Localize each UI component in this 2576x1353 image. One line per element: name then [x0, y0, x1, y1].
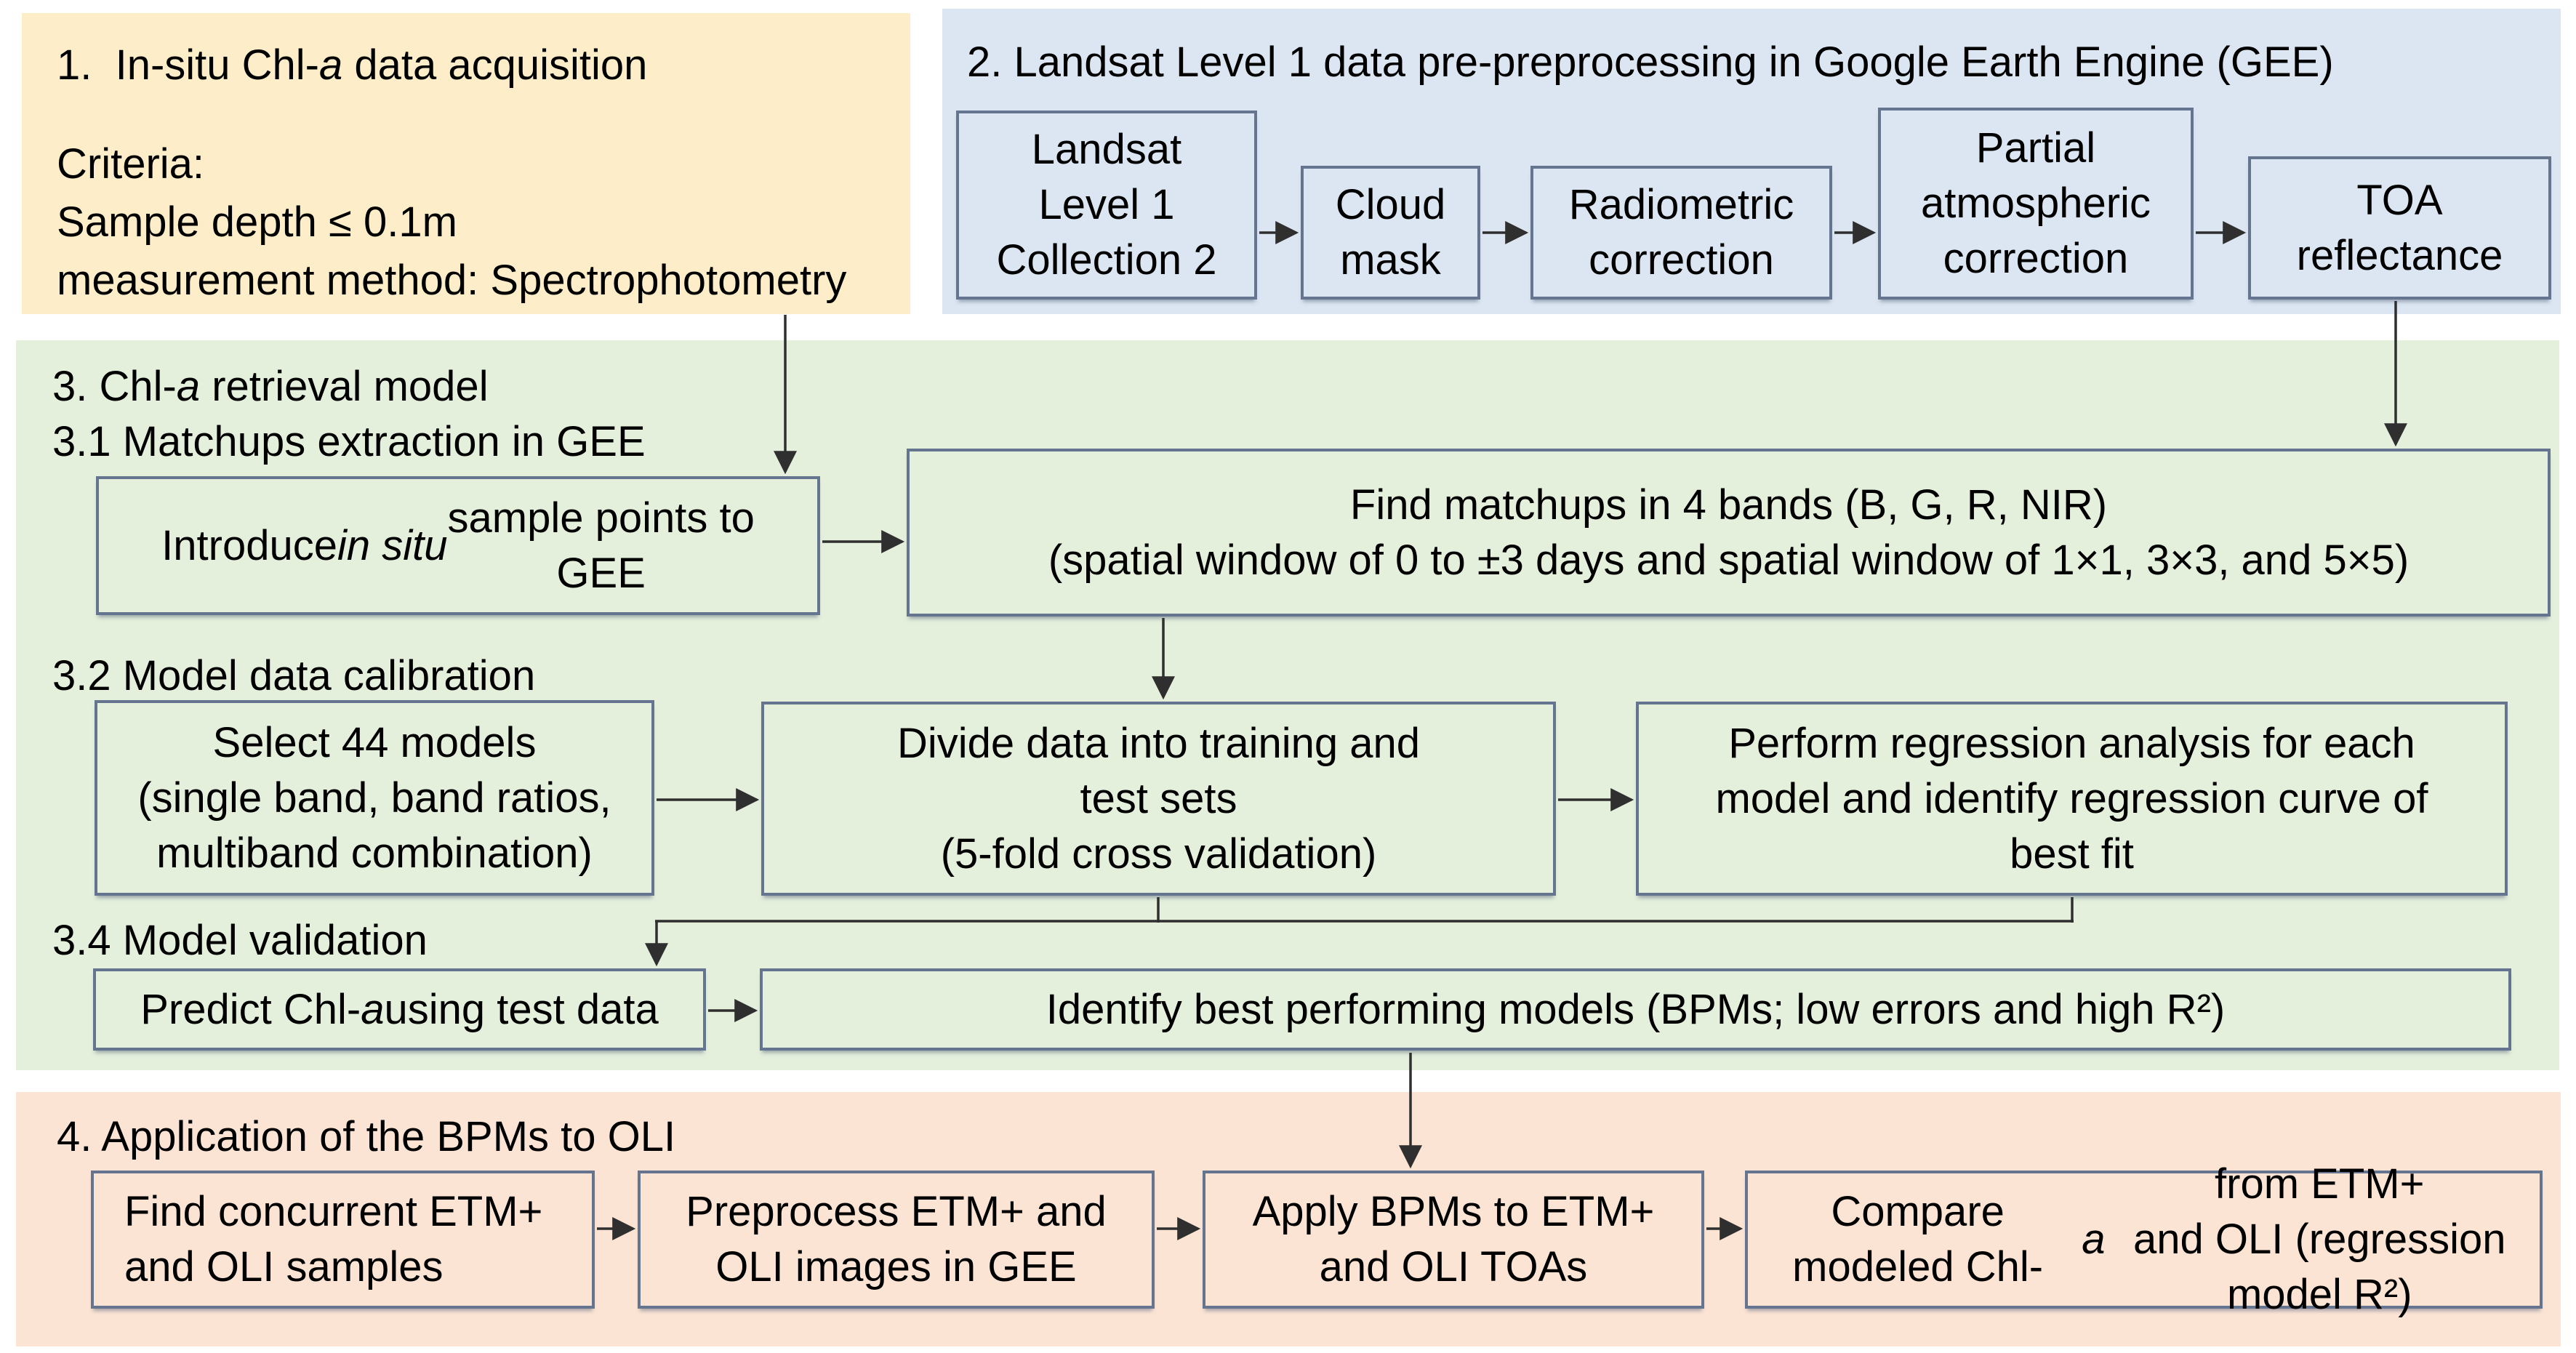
box-toa-reflectance: TOA reflectance: [2248, 156, 2551, 300]
box-select-44-models: Select 44 models (single band, band rati…: [95, 700, 654, 896]
box-partial-atmospheric-correction: Partial atmospheric correction: [1878, 108, 2194, 300]
box-preprocess-etm-oli: Preprocess ETM+ and OLI images in GEE: [638, 1171, 1155, 1309]
section1-title: 1. In-situ Chl-a data acquisition: [57, 41, 648, 89]
section1-criteria-text: Criteria: Sample depth ≤ 0.1m measuremen…: [57, 140, 847, 304]
box-find-concurrent-samples: Find concurrent ETM+ and OLI samples: [91, 1171, 595, 1309]
section3-1-title: 3.1 Matchups extraction in GEE: [52, 418, 646, 465]
box-identify-bpms: Identify best performing models (BPMs; l…: [760, 968, 2511, 1051]
box-divide-data: Divide data into training and test sets …: [761, 702, 1556, 896]
box-landsat-level1-collection2: Landsat Level 1 Collection 2: [956, 111, 1257, 300]
box-introduce-insitu-points: Introduce in situ sample points to GEE: [96, 476, 820, 615]
box-compare-modeled-chla: Compare modeled Chl-a from ETM+ and OLI …: [1745, 1160, 2543, 1318]
box-perform-regression: Perform regression analysis for each mod…: [1636, 702, 2508, 896]
box-cloud-mask: Cloud mask: [1301, 166, 1480, 300]
section2-title: 2. Landsat Level 1 data pre-preprocessin…: [967, 39, 2334, 86]
section4-title: 4. Application of the BPMs to OLI: [57, 1113, 676, 1160]
section1-panel: [22, 13, 910, 314]
box-apply-bpms: Apply BPMs to ETM+ and OLI TOAs: [1203, 1171, 1704, 1309]
section3-2-title: 3.2 Model data calibration: [52, 652, 536, 699]
box-predict-chla: Predict Chl-a using test data: [93, 968, 706, 1051]
box-radiometric-correction: Radiometric correction: [1530, 166, 1832, 300]
section3-title: 3. Chl-a retrieval model: [52, 363, 489, 410]
section3-4-title: 3.4 Model validation: [52, 917, 428, 964]
box-find-matchups: Find matchups in 4 bands (B, G, R, NIR) …: [907, 449, 2551, 617]
